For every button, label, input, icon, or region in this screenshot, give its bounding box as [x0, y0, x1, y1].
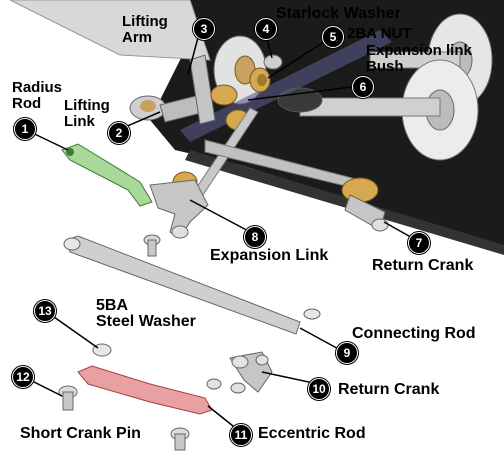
callout-badge-12: 12 [12, 366, 34, 388]
crank-pin-part [170, 427, 190, 451]
washer-part [303, 308, 321, 320]
radius-rod-part [61, 143, 153, 207]
frame-slot [277, 87, 323, 113]
label-connecting-rod: Connecting Rod [352, 325, 476, 342]
callout-badge-1: 1 [14, 118, 36, 140]
callout-badge-13: 13 [34, 300, 56, 322]
label-5ba-steel-washer: 5BA Steel Washer [96, 297, 196, 330]
pin-part [143, 234, 161, 257]
callout-badge-8: 8 [244, 226, 266, 248]
callout-badge-9: 9 [336, 342, 358, 364]
label-short-crank-pin: Short Crank Pin [20, 425, 141, 442]
short-crank-pin-part [58, 385, 78, 411]
starlock-washer-part [263, 54, 283, 70]
return-crank-upper-part [341, 177, 389, 232]
label-expansion-link: Expansion Link [210, 247, 329, 264]
label-radius-rod: Radius Rod [12, 79, 63, 112]
chassis-frame-edge [185, 150, 504, 255]
callout-badge-2: 2 [108, 122, 130, 144]
callout-badge-11: 11 [230, 424, 252, 446]
callout-badge-6: 6 [352, 76, 374, 98]
callout-badge-4: 4 [255, 18, 277, 40]
return-crank-lower-part [206, 351, 273, 394]
label-lifting-arm: Lifting Arm [122, 13, 168, 46]
label-starlock-washer: Starlock Washer [276, 5, 401, 22]
eccentric-rod-part [77, 365, 213, 415]
callout-badge-3: 3 [193, 18, 215, 40]
callout-badge-5: 5 [322, 26, 344, 48]
label-lifting-link: Lifting Link [64, 97, 110, 130]
expansion-link-part [149, 171, 209, 239]
callout-badge-10: 10 [308, 378, 330, 400]
label-return-crank-lower: Return Crank [338, 381, 440, 398]
label-eccentric-rod: Eccentric Rod [258, 425, 366, 442]
lifting-arm-part [129, 54, 216, 125]
frame-bracket [9, 0, 211, 61]
label-2ba-nut: 2BA NUT [347, 25, 412, 42]
label-return-crank-upper: Return Crank [372, 257, 474, 274]
nut-part [249, 67, 271, 93]
callout-badge-7: 7 [408, 232, 430, 254]
label-expansion-link-bush: Expansion link Bush [366, 42, 472, 75]
wheel-lower [299, 59, 479, 161]
